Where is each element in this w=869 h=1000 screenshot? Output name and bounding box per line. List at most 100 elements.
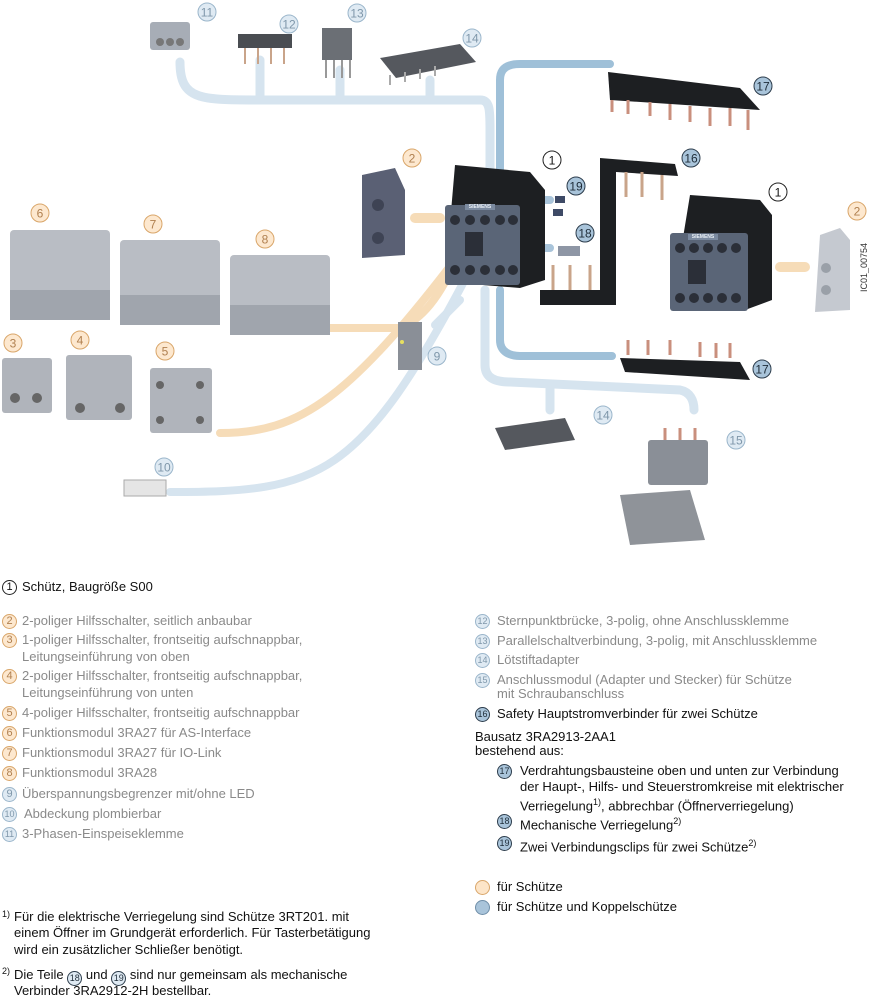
legend-text: Zwei Verbindungsclips für zwei Schütze2) [520,835,756,855]
path-9 [431,296,464,329]
footnote-line: wird ein zusätzlicher Schließer benötigt… [14,942,244,957]
legend-num: 9 [2,787,17,802]
component-14-solder-adapter-top [380,44,476,85]
component-5-aux-switch [150,368,212,433]
footnote-ref: 1) [593,797,602,807]
component-2-side-aux-left [362,168,405,258]
callout-number: 4 [77,334,84,348]
callout-circle [154,457,174,477]
callout-circle [575,223,595,243]
callout-circle [143,214,163,234]
component-11-terminal [150,22,190,50]
legend-text: 4-poliger Hilfsschalter, frontseitig auf… [22,705,300,720]
component-14-solder-adapter-bottom [495,418,575,450]
callout-number: 17 [756,80,770,94]
legend-num: 12 [475,614,490,629]
callout-circle [726,430,746,450]
legend-text: Leitungseinführung von unten [22,685,194,700]
legend-num: 18 [497,814,512,829]
legend-text: Parallelschaltverbindung, 3-polig, mit A… [497,633,818,648]
component-13-parallel-link [322,28,352,78]
legend-num: 2 [2,614,17,629]
callout-circle [347,3,367,23]
callout-number: 6 [37,207,44,221]
legend-num: 4 [2,669,17,684]
legend-num: 13 [475,634,490,649]
callout-circle [681,148,701,168]
callout-number: 1 [549,154,556,168]
callout-circle [593,405,613,425]
legend-text: 3-Phasen-Einspeiseklemme [22,826,184,841]
legend-num: 7 [2,746,17,761]
footnote-ref: 2) [748,838,757,848]
component-12-star-bridge [238,34,292,64]
callout-circle [255,229,275,249]
kit-subtitle: bestehend aus: [475,743,564,758]
callout-circle [462,28,482,48]
callout-number: 14 [465,32,479,46]
key-text: für Schütze [497,879,563,894]
callout-number: 1 [775,186,782,200]
path-top-branches [255,55,435,103]
legend-text-part: Zwei Verbindungsclips für zwei Schütze [520,839,749,855]
callout-number: 2 [854,205,861,219]
component-15-connection-module [620,428,708,545]
legend-num: 8 [2,766,17,781]
legend-text-part: , abbrechbar (Öffnerverriegelung) [601,798,794,814]
footnote-text: und [85,967,108,982]
legend-num: 16 [475,707,490,722]
callout-circle [542,150,562,170]
callout-circle [768,182,788,202]
callout-number: 11 [201,6,214,20]
key-text: für Schütze und Koppelschütze [497,899,677,914]
image-code: IC01_00754 [859,243,869,292]
legend-text: Schütz, Baugröße S00 [22,579,153,594]
callout-circle [3,333,23,353]
callout-number: 18 [578,227,592,241]
component-17-wiring-bottom [620,340,750,380]
legend-text: Verdrahtungsbausteine oben und unten zur… [520,763,839,778]
callout-number: 8 [262,233,269,247]
callout-number: 2 [409,152,416,166]
path-3-5 [216,236,474,437]
footnote-num: 18 [67,971,83,986]
legend-text: 2-poliger Hilfsschalter, frontseitig auf… [22,668,303,683]
callout-circle [427,346,447,366]
kit-title: Bausatz 3RA2913-2AA1 [475,729,616,744]
callout-circle [279,14,299,34]
callout-circle [197,2,217,22]
callout-number: 19 [569,180,583,194]
component-8-function-module [230,255,330,335]
path-10 [166,266,474,496]
path-top [175,57,495,205]
component-9-surge-suppressor [398,322,422,370]
callout-circle [847,201,867,221]
callout-number: 14 [596,409,610,423]
path-17-top [496,60,614,204]
callout-circle [30,203,50,223]
footnote-line: einem Öffner im Grundgerät erforderlich.… [14,925,371,940]
footnote-line: Für die elektrische Verriegelung sind Sc… [14,909,350,924]
legend-num: 10 [2,807,17,822]
legend-text: Mechanische Verriegelung2) [520,813,681,833]
callout-circle [70,330,90,350]
legend-num: 19 [497,836,512,851]
footnote-num: 19 [111,971,127,986]
callout-number: 13 [350,7,364,21]
legend-text-part: Verriegelung [520,798,593,814]
legend-text: Sternpunktbrücke, 3-polig, ohne Anschlus… [497,613,789,628]
legend-num: 11 [2,827,17,842]
component-1-contactor-left: SIEMENS [445,165,545,288]
legend-text: Lötstiftadapter [497,652,580,667]
callout-number: 16 [684,152,698,166]
component-3-aux-switch [2,358,52,413]
component-1-contactor-right: SIEMENS [670,195,772,311]
legend-text: Funktionsmodul 3RA28 [22,765,158,780]
legend-text: 1-poliger Hilfsschalter, frontseitig auf… [22,632,303,647]
legend-text: der Haupt-, Hilfs- und Steuerstromkreise… [520,779,844,794]
legend-text: Funktionsmodul 3RA27 für AS-Interface [22,725,252,740]
legend-num: 1 [2,580,17,595]
legend-num: 3 [2,633,17,648]
